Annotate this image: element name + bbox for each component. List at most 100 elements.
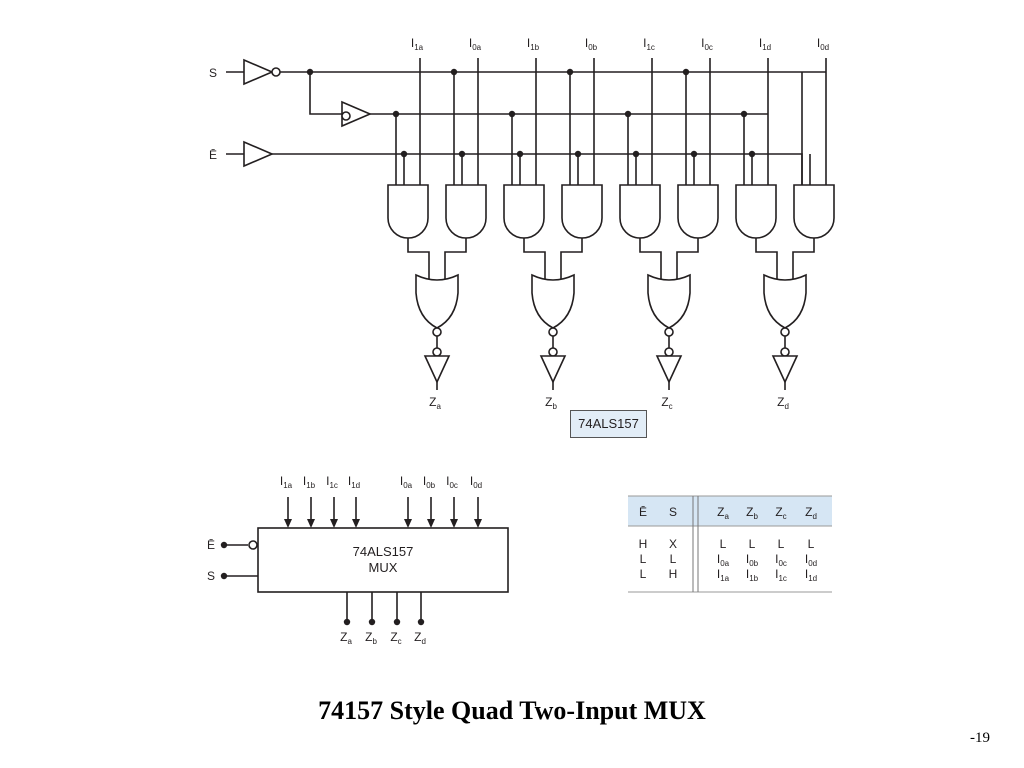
table-cell: I1d: [805, 567, 817, 583]
table-header-1: S: [669, 505, 677, 519]
junction-dot: [566, 68, 574, 76]
junction-dot: [417, 618, 425, 626]
input-label-0d: I0d: [817, 36, 829, 52]
table-cell: I1c: [775, 567, 787, 583]
junction-dot: [748, 150, 756, 158]
gate-wire: [523, 238, 546, 280]
table-header-4: Zc: [775, 505, 786, 521]
table-cell: L: [749, 537, 756, 551]
and-gate: [619, 184, 661, 239]
block-input-label-1b: I1b: [303, 474, 316, 490]
or-gate: [415, 273, 459, 329]
junction-dot: [624, 110, 632, 118]
table-cell: I0d: [805, 552, 817, 568]
block-select-label: S: [207, 569, 215, 583]
chip-name-label: 74ALS157: [570, 410, 647, 438]
table-cell: I1b: [746, 567, 759, 583]
block-input-label-1a: I1a: [280, 474, 293, 490]
junction-dot: [516, 150, 524, 158]
and-gate: [387, 184, 429, 239]
inversion-bubble: [432, 347, 442, 357]
input-label-0a: I0a: [469, 36, 482, 52]
truth-table-header-bg: [628, 496, 832, 526]
table-cell: X: [669, 537, 677, 551]
arrow-head: [284, 519, 292, 528]
inversion-bubble: [664, 347, 674, 357]
select-label: S: [209, 66, 217, 80]
table-cell: L: [640, 552, 647, 566]
table-cell: L: [778, 537, 785, 551]
table-cell: H: [669, 567, 678, 581]
arrow-head: [352, 519, 360, 528]
junction-dot: [368, 618, 376, 626]
inversion-bubble: [780, 327, 790, 337]
junction-dot: [450, 68, 458, 76]
output-buffer: [423, 355, 451, 384]
inversion-bubble: [341, 111, 351, 121]
table-cell: H: [639, 537, 648, 551]
and-gate: [677, 184, 719, 239]
input-label-1c: I1c: [643, 36, 655, 52]
junction-dot: [400, 150, 408, 158]
block-input-label-0b: I0b: [423, 474, 436, 490]
inversion-bubble: [248, 540, 258, 550]
table-cell: L: [640, 567, 647, 581]
and-gate: [793, 184, 835, 239]
output-label-d: Zd: [777, 395, 789, 411]
block-input-label-0d: I0d: [470, 474, 482, 490]
arrow-head: [330, 519, 338, 528]
block-output-label-a: Za: [340, 630, 352, 646]
junction-dot: [393, 618, 401, 626]
enable-buffer: [243, 140, 275, 168]
input-label-1b: I1b: [527, 36, 540, 52]
block-input-label-1d: I1d: [348, 474, 360, 490]
and-gate: [735, 184, 777, 239]
junction-dot: [306, 68, 314, 76]
gate-wire: [560, 238, 583, 280]
block-subtitle: MUX: [368, 560, 398, 575]
table-cell: I0a: [717, 552, 730, 568]
and-gate: [445, 184, 487, 239]
table-cell: L: [670, 552, 677, 566]
table-cell: L: [720, 537, 727, 551]
table-header-5: Zd: [805, 505, 817, 521]
mux-block: [257, 527, 509, 593]
inversion-bubble: [548, 347, 558, 357]
block-output-label-b: Zb: [365, 630, 377, 646]
block-enable-label: Ē: [207, 538, 215, 552]
gate-wire: [792, 238, 815, 280]
junction-dot: [343, 618, 351, 626]
input-label-1a: I1a: [411, 36, 424, 52]
input-label-0c: I0c: [701, 36, 713, 52]
output-buffer: [771, 355, 799, 384]
enable-label: Ē: [209, 148, 217, 162]
arrow-head: [450, 519, 458, 528]
block-output-label-c: Zc: [390, 630, 401, 646]
inversion-bubble: [780, 347, 790, 357]
table-header-3: Zb: [746, 505, 758, 521]
gate-wire: [407, 238, 430, 280]
junction-dot: [740, 110, 748, 118]
junction-dot: [574, 150, 582, 158]
arrow-head: [427, 519, 435, 528]
block-output-label-d: Zd: [414, 630, 426, 646]
or-gate: [531, 273, 575, 329]
gate-wire: [676, 238, 699, 280]
slide-caption: 74157 Style Quad Two-Input MUX: [318, 696, 706, 725]
inversion-bubble: [548, 327, 558, 337]
table-header-0: Ē: [639, 505, 647, 519]
inversion-bubble: [432, 327, 442, 337]
block-input-label-0c: I0c: [446, 474, 458, 490]
table-cell: I0c: [775, 552, 787, 568]
output-label-b: Zb: [545, 395, 557, 411]
gate-wire: [755, 238, 778, 280]
arrow-head: [474, 519, 482, 528]
output-label-a: Za: [429, 395, 441, 411]
block-input-label-1c: I1c: [326, 474, 338, 490]
junction-dot: [458, 150, 466, 158]
table-header-2: Za: [717, 505, 729, 521]
input-label-1d: I1d: [759, 36, 771, 52]
inversion-bubble: [664, 327, 674, 337]
block-input-label-0a: I0a: [400, 474, 413, 490]
